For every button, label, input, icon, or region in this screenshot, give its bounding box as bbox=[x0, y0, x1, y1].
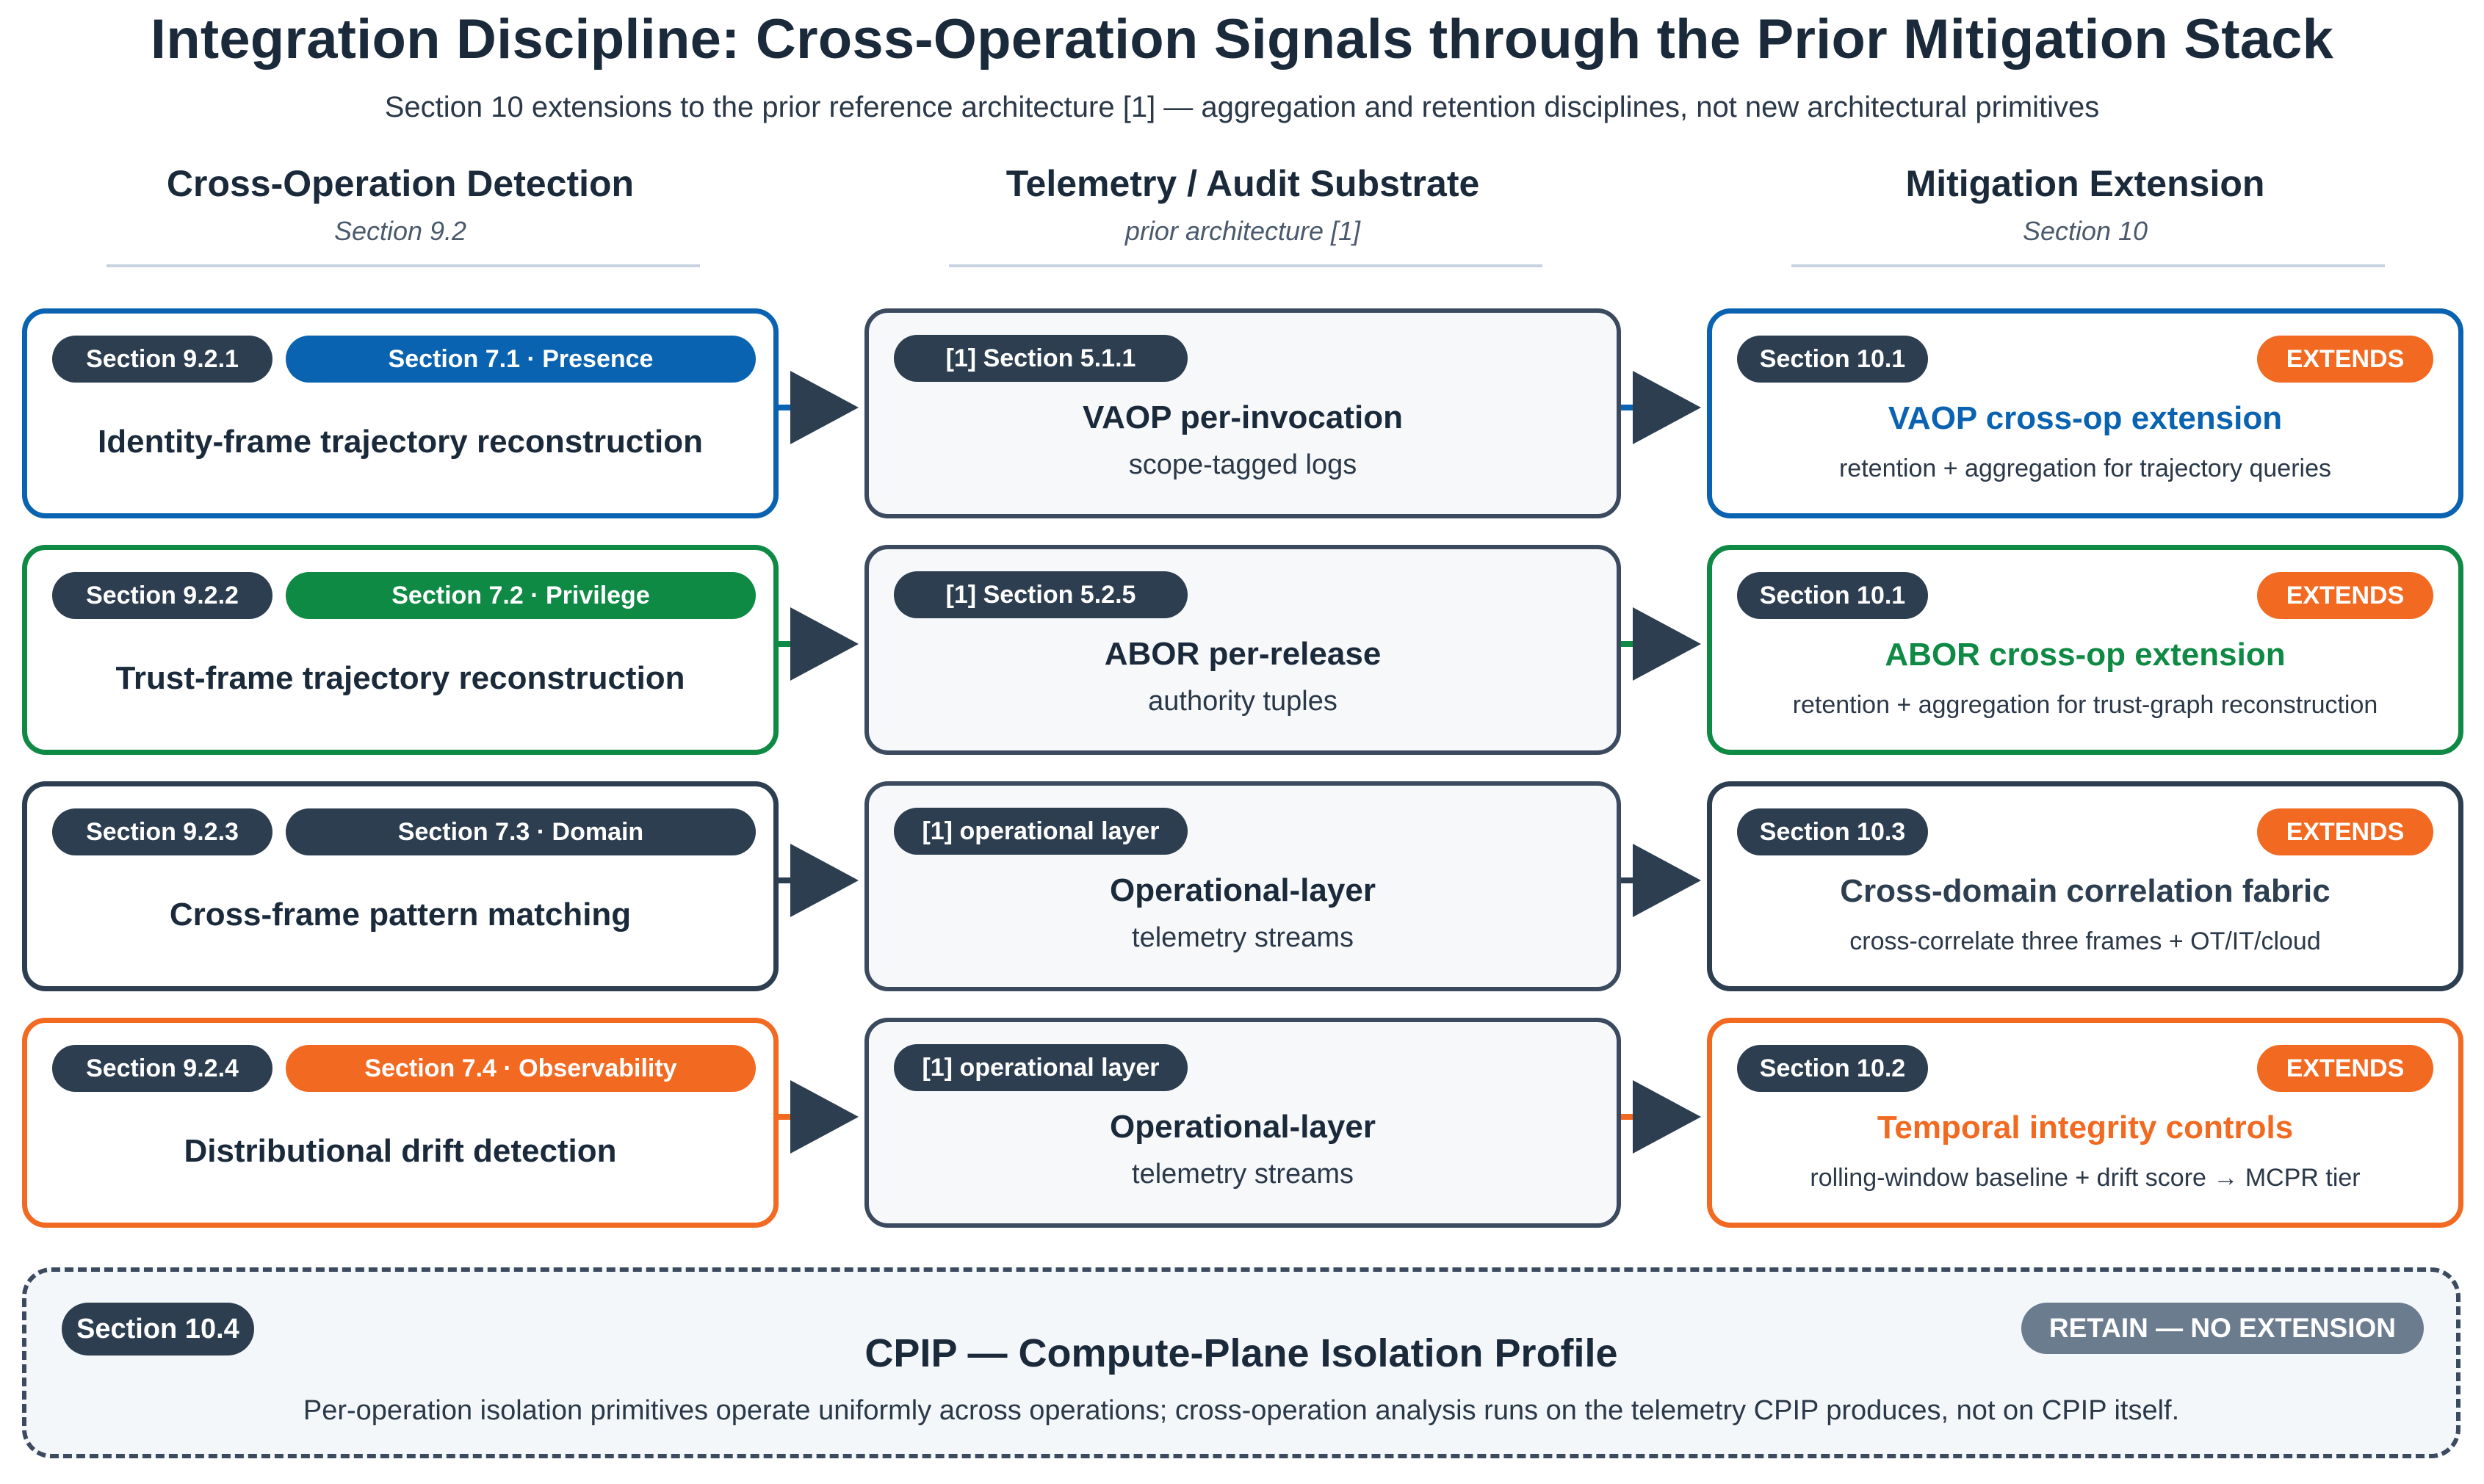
mitigation-card-4: Section 10.2 EXTENDS Temporal integrity co… bbox=[1707, 1018, 2463, 1228]
mitigation-title: Temporal integrity controls bbox=[1877, 1110, 2294, 1145]
column-subheading: Section 10 bbox=[2022, 216, 2148, 246]
substrate-subtitle: telemetry streams bbox=[1132, 922, 1354, 953]
arrow-connector bbox=[1621, 877, 1633, 883]
flow-arrow-3-1 bbox=[779, 844, 859, 917]
substrate-title: Operational-layer bbox=[1110, 872, 1376, 908]
detection-card-4: Section 9.2.4 Section 7.4 · Observability… bbox=[22, 1018, 779, 1228]
diagram-subtitle: Section 10 extensions to the prior refer… bbox=[384, 91, 2100, 123]
detection-section-badge: Section 9.2.4 bbox=[52, 1045, 272, 1092]
flow-arrow-3-2 bbox=[1621, 844, 1701, 917]
column-divider bbox=[106, 264, 700, 267]
substrate-title: VAOP per-invocation bbox=[1082, 399, 1403, 435]
mitigation-subtitle: cross-correlate three frames + OT/IT/clo… bbox=[1849, 927, 2321, 955]
arrow-connector bbox=[1621, 405, 1633, 410]
detection-section-badge: Section 9.2.1 bbox=[52, 336, 272, 383]
substrate-title: Operational-layer bbox=[1110, 1109, 1376, 1145]
arrow-head bbox=[1633, 844, 1701, 917]
mitigation-card-2: Section 10.1 EXTENDS ABOR cross-op extensi… bbox=[1707, 545, 2463, 755]
cpip-title: CPIP — Compute-Plane Isolation Profile bbox=[864, 1331, 1618, 1375]
mitigation-section-badge: Section 10.2 bbox=[1737, 1045, 1928, 1092]
cpip-description: Per-operation isolation primitives opera… bbox=[303, 1395, 2180, 1426]
detection-section-badge: Section 9.2.3 bbox=[52, 808, 272, 855]
substrate-subtitle: authority tuples bbox=[1148, 686, 1337, 717]
cpip-retain-badge: RETAIN — NO EXTENSION bbox=[2021, 1303, 2424, 1354]
substrate-reference-badge: [1] operational layer bbox=[894, 808, 1188, 855]
arrow-connector bbox=[779, 1114, 790, 1120]
flow-arrow-1-2 bbox=[1621, 371, 1701, 444]
column-subheading: Section 9.2 bbox=[333, 216, 467, 246]
cpip-panel: Section 10.4 RETAIN — NO EXTENSION CPIP … bbox=[22, 1267, 2460, 1458]
mitigation-subtitle: retention + aggregation for trajectory q… bbox=[1838, 455, 2331, 482]
mitigation-section-badge: Section 10.1 bbox=[1737, 336, 1928, 383]
detection-title: Trust-frame trajectory reconstruction bbox=[115, 660, 685, 696]
substrate-reference-badge: [1] operational layer bbox=[894, 1044, 1188, 1091]
detection-title: Identity-frame trajectory reconstruction bbox=[98, 424, 703, 460]
arrow-head bbox=[790, 1080, 859, 1154]
arrow-head bbox=[790, 607, 859, 681]
mitigation-title: VAOP cross-op extension bbox=[1888, 400, 2283, 436]
mitigation-title: Cross-domain correlation fabric bbox=[1840, 873, 2330, 909]
arrow-head bbox=[1633, 607, 1701, 681]
column-heading: Cross-Operation Detection bbox=[166, 163, 635, 204]
detection-title: Distributional drift detection bbox=[184, 1133, 617, 1169]
column-divider bbox=[1791, 264, 2385, 267]
arrow-connector bbox=[779, 641, 790, 647]
cpip-section-badge: Section 10.4 bbox=[62, 1303, 254, 1355]
arrow-head bbox=[790, 844, 859, 917]
arrow-connector bbox=[779, 405, 790, 410]
frame-tag-badge: Section 7.2 · Privilege bbox=[286, 572, 756, 619]
substrate-reference-badge: [1] Section 5.1.1 bbox=[894, 335, 1188, 382]
column-header-2: Telemetry / Audit Substrate prior archite… bbox=[949, 162, 1542, 267]
mitigation-title: ABOR cross-op extension bbox=[1885, 637, 2286, 673]
arrow-head bbox=[790, 371, 859, 444]
flow-arrow-4-1 bbox=[779, 1080, 859, 1154]
arrow-connector bbox=[1621, 1114, 1633, 1120]
frame-tag-badge: Section 7.1 · Presence bbox=[286, 336, 756, 383]
mitigation-card-1: Section 10.1 EXTENDS VAOP cross-op extensi… bbox=[1707, 308, 2463, 518]
arrow-connector bbox=[779, 877, 790, 883]
arrow-head bbox=[1633, 1080, 1701, 1154]
column-heading: Mitigation Extension bbox=[1905, 163, 2265, 204]
frame-tag-badge: Section 7.4 · Observability bbox=[286, 1045, 756, 1092]
detection-title: Cross-frame pattern matching bbox=[169, 897, 632, 933]
extends-badge: EXTENDS bbox=[2257, 808, 2433, 855]
flow-arrow-2-1 bbox=[779, 607, 859, 681]
flow-arrow-1-1 bbox=[779, 371, 859, 444]
flow-arrow-2-2 bbox=[1621, 607, 1701, 681]
mitigation-subtitle: retention + aggregation for trust-graph … bbox=[1792, 691, 2378, 719]
frame-tag-badge: Section 7.3 · Domain bbox=[286, 808, 756, 855]
mitigation-subtitle: rolling-window baseline + drift score → … bbox=[1810, 1164, 2361, 1192]
flow-arrow-4-2 bbox=[1621, 1080, 1701, 1154]
substrate-reference-badge: [1] Section 5.2.5 bbox=[894, 571, 1188, 618]
mitigation-card-3: Section 10.3 EXTENDS Cross-domain correlat… bbox=[1707, 781, 2463, 991]
arrow-connector bbox=[1621, 641, 1633, 647]
substrate-subtitle: scope-tagged logs bbox=[1128, 449, 1357, 480]
substrate-subtitle: telemetry streams bbox=[1132, 1159, 1354, 1190]
diagram-title: Integration Discipline: Cross-Operation … bbox=[150, 8, 2334, 70]
column-subheading: prior architecture [1] bbox=[1124, 216, 1361, 246]
column-heading: Telemetry / Audit Substrate bbox=[1005, 163, 1480, 204]
extends-badge: EXTENDS bbox=[2257, 572, 2433, 619]
column-divider bbox=[949, 264, 1542, 267]
extends-badge: EXTENDS bbox=[2257, 336, 2433, 383]
detection-section-badge: Section 9.2.2 bbox=[52, 572, 272, 619]
arrow-head bbox=[1633, 371, 1701, 444]
substrate-title: ABOR per-release bbox=[1104, 636, 1382, 672]
mitigation-section-badge: Section 10.1 bbox=[1737, 572, 1928, 619]
extends-badge: EXTENDS bbox=[2257, 1045, 2433, 1092]
mitigation-section-badge: Section 10.3 bbox=[1737, 808, 1928, 855]
